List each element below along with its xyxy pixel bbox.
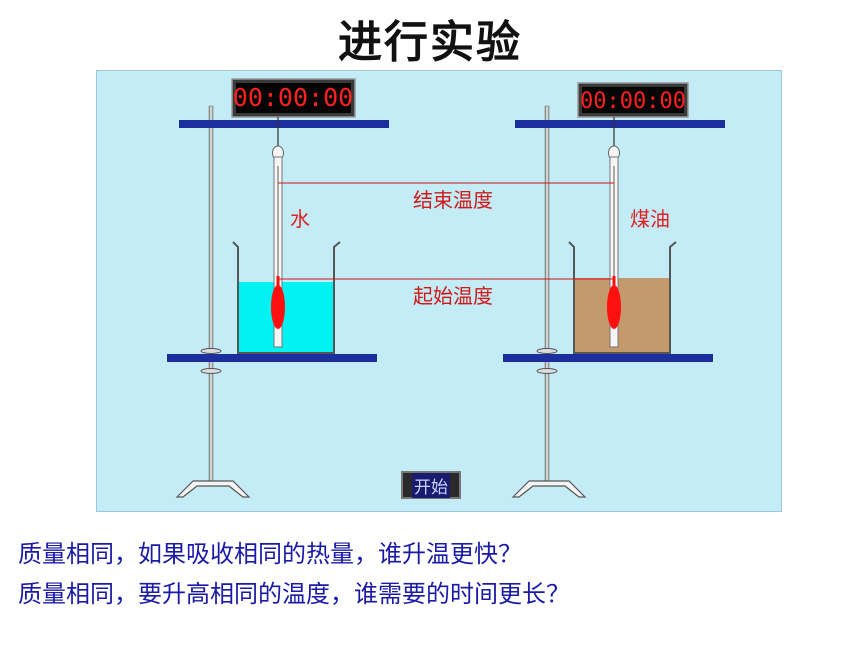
right-timer-display: 00:00:00 (580, 89, 686, 114)
experiment-illustration: 00:00:00 00:00:00 (167, 78, 725, 498)
left-stand (175, 105, 251, 498)
left-beaker (232, 241, 341, 354)
right-clamp-bar (515, 120, 725, 128)
start-temperature-label: 起始温度 (413, 284, 493, 308)
right-thermometer (607, 145, 621, 348)
right-shelf (503, 354, 713, 362)
right-beaker (568, 241, 677, 354)
end-temperature-label: 结束温度 (413, 188, 493, 212)
kerosene-label: 煤油 (630, 207, 670, 231)
left-shelf (167, 354, 377, 362)
experiment-panel: 00:00:00 00:00:00 (96, 70, 782, 512)
left-timer: 00:00:00 (231, 78, 356, 118)
start-button[interactable]: 开始 (401, 471, 461, 499)
left-clamp-bar (179, 120, 389, 128)
right-timer: 00:00:00 (577, 82, 689, 118)
question-1: 质量相同，如果吸收相同的热量，谁升温更快？ (18, 540, 522, 568)
start-button-label: 开始 (412, 472, 450, 498)
water-liquid (238, 282, 334, 353)
water-label: 水 (290, 207, 310, 231)
right-stand (511, 105, 587, 498)
left-timer-display: 00:00:00 (233, 83, 353, 112)
kerosene-liquid (574, 278, 670, 353)
slide-title: 进行实验 (338, 17, 522, 68)
question-2: 质量相同，要升高相同的温度，谁需要的时间更长？ (18, 580, 570, 608)
left-thermometer (271, 145, 285, 348)
